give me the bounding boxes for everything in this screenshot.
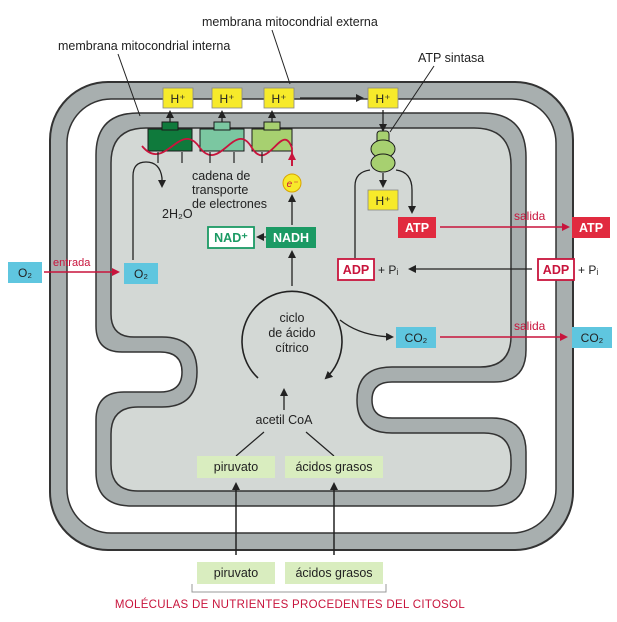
outer-membrane-label: membrana mitocondrial externa xyxy=(202,15,378,29)
pi-inner-text: + Pᵢ xyxy=(378,263,398,277)
h-plus-box-2 xyxy=(211,87,243,109)
o2-to-water-path xyxy=(132,161,166,260)
etc-label-2: transporte xyxy=(192,183,248,197)
acetyl-coa-label: acetil CoA xyxy=(256,413,314,427)
electron-circle xyxy=(282,173,302,193)
water-label: 2H₂O xyxy=(162,207,193,221)
piruvato-outer-box xyxy=(197,562,275,584)
adp-inner-text: ADP xyxy=(343,263,369,277)
outer-membrane-pointer xyxy=(271,29,291,85)
piruvato-inner-box xyxy=(197,456,275,478)
complex-2-top xyxy=(213,121,231,131)
atp-outer-text: ATP xyxy=(579,221,603,235)
piruvato-to-acetyl-line xyxy=(235,431,265,457)
adp-outer-text: ADP xyxy=(543,263,569,277)
cycle-to-co2-path xyxy=(339,319,394,341)
nad-box xyxy=(207,226,255,249)
synthase-to-atp-path xyxy=(395,169,416,214)
grasos-outer-box xyxy=(285,562,383,584)
atp-synthase-head-bottom xyxy=(370,153,396,173)
grasos-to-acetyl-line xyxy=(305,431,335,457)
etc-label-1: cadena de xyxy=(192,169,250,183)
atp-salida-label: salida xyxy=(514,209,546,223)
o2-inner-box xyxy=(124,263,158,284)
piruvato-inner-text: piruvato xyxy=(214,460,259,474)
adp-outer-box xyxy=(537,258,575,281)
h-plus-box-3 xyxy=(263,87,295,109)
cycle-label-3: cítrico xyxy=(275,341,308,355)
citric-cycle-loop xyxy=(241,290,343,380)
nad-text: NAD⁺ xyxy=(214,231,248,245)
inner-membrane-label: membrana mitocondrial interna xyxy=(58,39,230,53)
atp-synthase-label: ATP sintasa xyxy=(418,51,484,65)
complex-1-top xyxy=(161,121,179,131)
o2-inner-text: O₂ xyxy=(134,267,148,281)
o2-outer-box xyxy=(8,262,42,283)
cycle-label-2: de ácido xyxy=(268,326,315,340)
atp-synthase-pointer xyxy=(389,65,435,133)
co2-inner-box xyxy=(396,327,436,348)
co2-outer-box xyxy=(572,327,612,348)
atp-inner-box xyxy=(398,217,436,238)
h-plus-box-4 xyxy=(367,87,399,109)
h-plus-text-5: H⁺ xyxy=(376,194,391,208)
grasos-outer-text: ácidos grasos xyxy=(295,566,372,580)
source-bracket xyxy=(191,584,387,593)
co2-inner-text: CO₂ xyxy=(405,331,428,345)
cycle-label-1: ciclo xyxy=(279,311,304,325)
atp-inner-text: ATP xyxy=(405,221,429,235)
h-plus-text-1: H⁺ xyxy=(171,92,186,106)
co2-outer-text: CO₂ xyxy=(581,331,604,345)
h-plus-text-3: H⁺ xyxy=(272,92,287,106)
pi-outer-text: + Pᵢ xyxy=(578,263,598,277)
grasos-inner-box xyxy=(285,456,383,478)
o2-outer-text: O₂ xyxy=(18,266,32,280)
atp-outer-box xyxy=(572,217,610,238)
h-plus-box-5 xyxy=(367,189,399,211)
piruvato-outer-text: piruvato xyxy=(214,566,259,580)
grasos-inner-text: ácidos grasos xyxy=(295,460,372,474)
inner-membrane-pointer xyxy=(117,53,141,117)
electron-path xyxy=(141,138,293,166)
source-label: MOLÉCULAS DE NUTRIENTES PROCEDENTES DEL … xyxy=(115,598,466,611)
h-plus-text-4: H⁺ xyxy=(376,92,391,106)
co2-salida-label: salida xyxy=(514,319,546,333)
etc-label-3: de electrones xyxy=(192,197,267,211)
h-plus-text-2: H⁺ xyxy=(220,92,235,106)
electron-text: e⁻ xyxy=(287,179,299,190)
nadh-box xyxy=(266,227,316,248)
complex-3-top xyxy=(263,121,281,131)
o2-entrada-label: entrada xyxy=(53,257,91,269)
adp-to-synthase-path xyxy=(354,169,371,258)
nadh-text: NADH xyxy=(273,231,309,245)
h-plus-box-1 xyxy=(162,87,194,109)
adp-inner-box xyxy=(337,258,375,281)
